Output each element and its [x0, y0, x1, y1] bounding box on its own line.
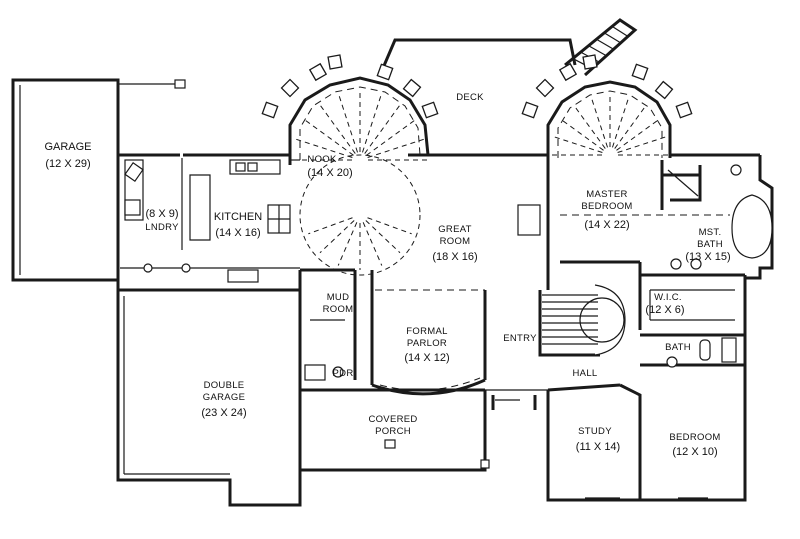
entry-name: ENTRY: [503, 333, 537, 344]
chair: [376, 63, 394, 81]
nook-bay: [288, 76, 430, 276]
ceiling-ray: [550, 135, 603, 154]
ceiling-ray: [319, 220, 355, 254]
bedroom-name: BEDROOM: [669, 432, 720, 443]
master-bay: [546, 80, 672, 158]
study-bedroom-walls: [491, 383, 747, 502]
chair: [402, 78, 422, 98]
parlor-walls: [298, 268, 548, 396]
ceiling-ray: [617, 135, 670, 154]
nook-size: (14 X 20): [307, 167, 352, 179]
kitchen-size: (14 X 16): [215, 227, 260, 239]
chair: [631, 63, 649, 81]
bedroom-size: (12 X 10): [672, 446, 717, 458]
main-stair: [538, 284, 626, 357]
ceiling-ray: [366, 119, 416, 156]
ceiling-ray: [338, 95, 359, 153]
wic-size: (12 X 6): [645, 304, 684, 316]
room-labels: GARAGE (12 X 29) (8 X 9) LNDRY KITCHEN (…: [44, 92, 730, 458]
laundry-name: LNDRY: [145, 222, 179, 233]
ceiling-ray: [308, 217, 353, 235]
ceiling-ray: [367, 217, 412, 235]
deck-chairs: [261, 54, 693, 119]
ceiling-ray: [367, 138, 425, 159]
covered-porch-name2: PORCH: [375, 426, 411, 437]
chair: [654, 80, 674, 100]
study-name: STUDY: [578, 426, 612, 437]
great-room-name2: ROOM: [440, 236, 471, 247]
stair-tread: [596, 38, 614, 50]
chair: [308, 62, 328, 82]
bath-name: BATH: [665, 342, 691, 353]
chair: [280, 78, 300, 98]
master-bedroom-size: (14 X 22): [584, 219, 629, 231]
ceiling-ray: [364, 104, 401, 154]
covered-porch-name: COVERED: [368, 414, 417, 425]
interior-walls: [408, 153, 774, 390]
stair-tread: [588, 45, 607, 57]
chair: [535, 78, 555, 98]
ceiling-ray: [295, 138, 353, 159]
covered-porch-walls: [298, 390, 490, 472]
ceiling-ray: [614, 104, 647, 149]
ceiling-ray: [362, 222, 383, 266]
mud-room-name2: ROOM: [323, 304, 354, 315]
ceiling-ray: [573, 104, 606, 149]
master-bath-size: (13 X 15): [685, 251, 730, 263]
chair: [521, 101, 539, 119]
master-bath-name: MST.: [699, 227, 722, 238]
master-bedroom-name: MASTER: [586, 189, 627, 200]
double-garage-name: DOUBLE: [204, 380, 245, 391]
formal-parlor-size: (14 X 12): [404, 352, 449, 364]
chair: [261, 101, 279, 119]
chair: [582, 54, 598, 70]
stair-tread: [603, 32, 622, 44]
hall-name: HALL: [573, 368, 598, 379]
pwdr-name: PDR: [333, 368, 354, 379]
nook-name: NOOK: [307, 154, 337, 165]
ceiling-ray: [611, 95, 630, 148]
master-bedroom-name2: BEDROOM: [581, 201, 632, 212]
great-room-name: GREAT: [438, 224, 472, 235]
laundry-size: (8 X 9): [145, 208, 178, 220]
garage-walls: [11, 78, 186, 282]
formal-parlor-name: FORMAL: [406, 326, 447, 337]
mud-room-name: MUD: [327, 292, 350, 303]
study-size: (11 X 14): [576, 441, 620, 453]
wic-name: W.I.C.: [654, 292, 682, 303]
ceiling-ray: [361, 95, 382, 153]
deck-name: DECK: [456, 92, 484, 103]
chair: [327, 54, 343, 70]
formal-parlor-name2: PARLOR: [407, 338, 447, 349]
chair: [675, 101, 693, 119]
ceiling-ray: [304, 119, 354, 156]
double-garage-name2: GARAGE: [203, 392, 245, 403]
chair: [421, 101, 439, 119]
double-garage-walls: [116, 290, 302, 507]
ceiling-ray: [616, 118, 661, 151]
kitchen-name: KITCHEN: [214, 211, 262, 223]
stair-tread: [611, 25, 629, 37]
double-garage-size: (23 X 24): [201, 407, 246, 419]
garage-name: GARAGE: [44, 141, 91, 153]
master-bath-name2: BATH: [697, 239, 723, 250]
ceiling-ray: [337, 222, 358, 266]
ceiling-ray: [319, 104, 356, 154]
great-room-size: (18 X 16): [432, 251, 477, 263]
kitchen-walls: [116, 153, 302, 292]
ceiling-ray: [590, 95, 609, 148]
chair: [558, 62, 578, 82]
garage-size: (12 X 29): [45, 158, 90, 170]
ceiling-ray: [559, 118, 604, 151]
ceiling-ray: [365, 220, 401, 254]
